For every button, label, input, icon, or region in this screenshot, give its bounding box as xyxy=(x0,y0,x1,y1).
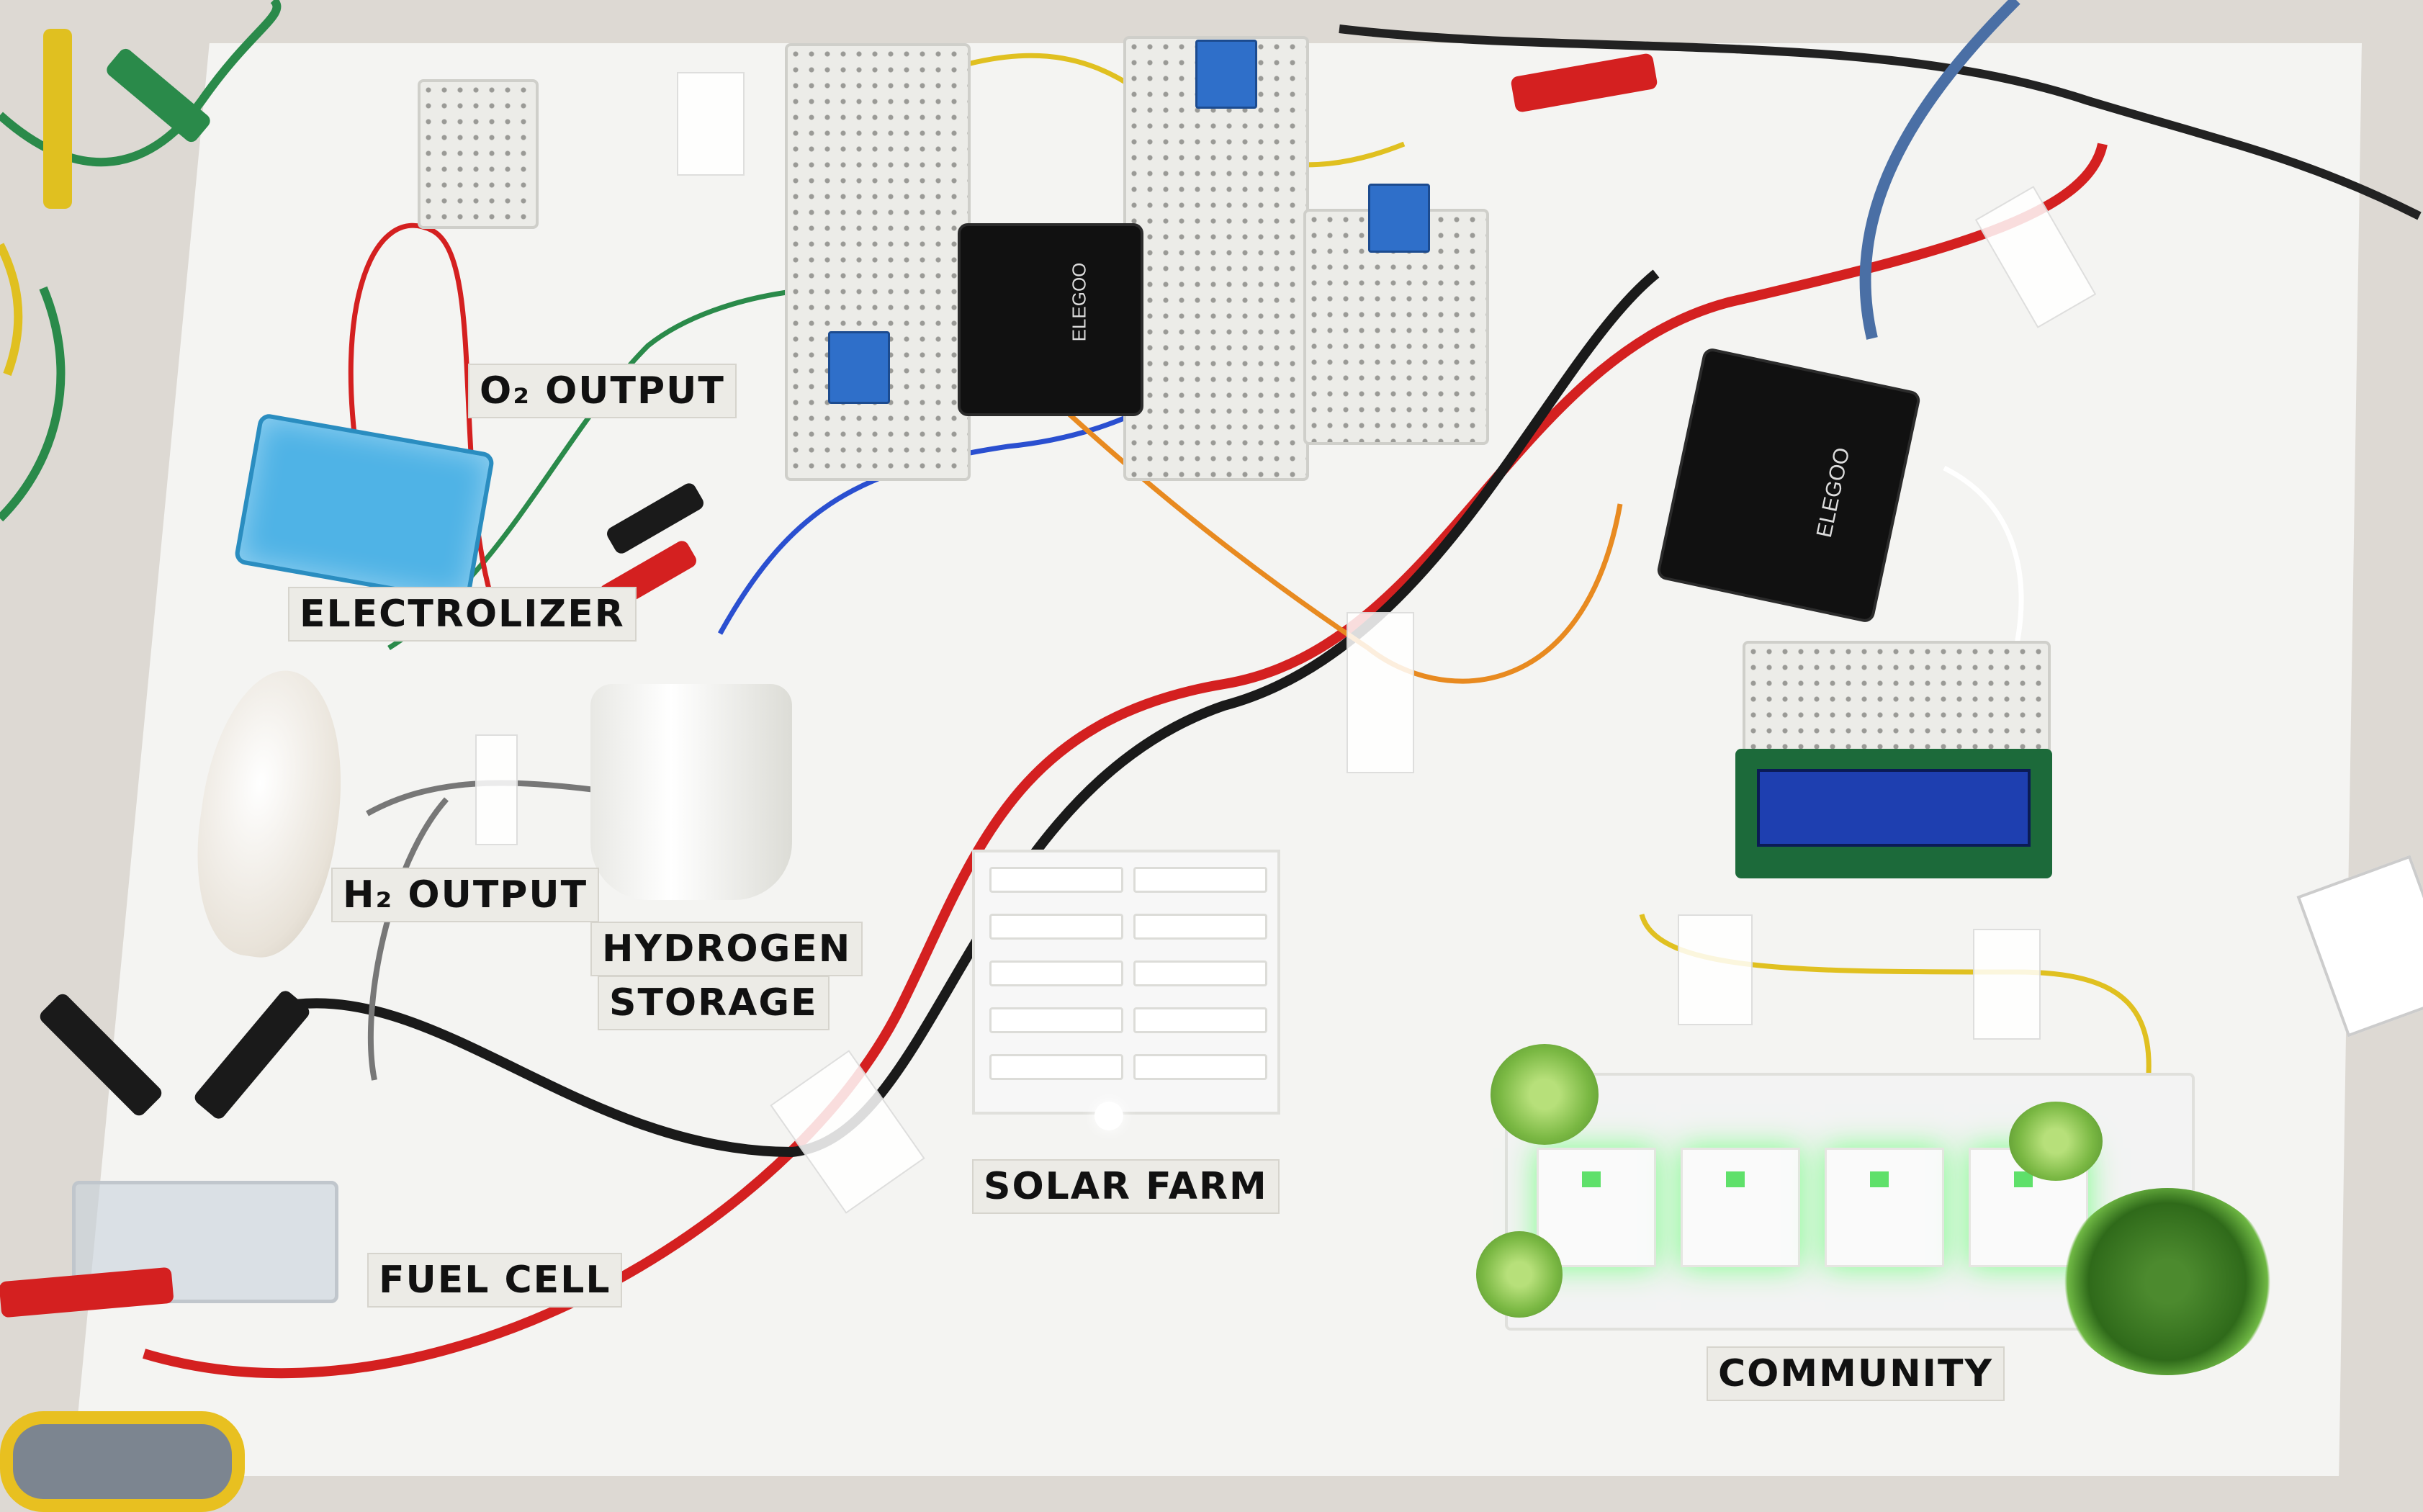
label-o2-output: O₂ OUTPUT xyxy=(468,364,737,418)
solar-cell xyxy=(1133,867,1267,893)
house xyxy=(1537,1148,1656,1267)
alligator-clip-yellow xyxy=(43,29,72,209)
succulent-plant xyxy=(2009,1102,2103,1181)
black-cable xyxy=(1339,24,2422,220)
succulent-plant xyxy=(1491,1044,1599,1145)
tape-strip xyxy=(475,734,518,845)
solar-cell xyxy=(989,867,1123,893)
lcd-screen xyxy=(1757,769,2031,847)
tape-strip xyxy=(1347,612,1414,773)
arduino-board-1: ELEGOO xyxy=(958,223,1143,416)
relay-module xyxy=(1195,40,1257,109)
solar-cell xyxy=(1133,1007,1267,1033)
solar-cell xyxy=(989,1054,1123,1080)
solar-cell xyxy=(989,960,1123,986)
solar-cell xyxy=(1133,1054,1267,1080)
succulent-plant xyxy=(1476,1231,1563,1318)
grey-wire-2 xyxy=(367,797,449,1081)
grey-wire xyxy=(366,780,613,816)
solar-cell xyxy=(989,1007,1123,1033)
tape-strip xyxy=(677,72,745,176)
yellow-lead xyxy=(0,243,23,377)
white-wire xyxy=(1943,465,2024,649)
red-wire xyxy=(142,143,2108,1379)
tape-strip xyxy=(1678,914,1753,1025)
label-fuel-cell: FUEL CELL xyxy=(367,1253,623,1308)
solar-cell xyxy=(989,914,1123,940)
solar-cell xyxy=(1133,914,1267,940)
house xyxy=(1825,1148,1944,1267)
relay-module xyxy=(1368,184,1430,253)
house-window-light xyxy=(1582,1171,1601,1187)
house-window-light xyxy=(1870,1171,1889,1187)
tape-strip xyxy=(1973,929,2041,1040)
mini-breadboard xyxy=(418,79,539,229)
house-window-light xyxy=(2014,1171,2033,1187)
board-brand: ELEGOO xyxy=(1068,262,1090,342)
label-h2-output: H₂ OUTPUT xyxy=(331,868,600,922)
board-brand: ELEGOO xyxy=(1812,445,1855,540)
label-electrolizer: ELECTROLIZER xyxy=(288,587,637,642)
house-window-light xyxy=(1726,1171,1745,1187)
hydrogen-storage-tank xyxy=(590,684,792,900)
breadboard-left xyxy=(785,43,971,481)
label-storage: STORAGE xyxy=(598,976,830,1030)
solar-panel xyxy=(972,850,1280,1115)
house xyxy=(1681,1148,1800,1267)
relay-module xyxy=(828,331,890,404)
succulent-plant xyxy=(2059,1188,2275,1375)
breadboard-middle xyxy=(1123,36,1309,481)
scissors-handle xyxy=(0,1411,245,1512)
label-hydrogen: HYDROGEN xyxy=(590,922,863,976)
label-solar-farm: SOLAR FARM xyxy=(972,1159,1280,1214)
solar-led xyxy=(1094,1102,1123,1130)
solar-cell xyxy=(1133,960,1267,986)
green-loop-2 xyxy=(0,286,66,522)
lcd-module xyxy=(1735,749,2052,878)
label-community: COMMUNITY xyxy=(1707,1346,2005,1401)
usb-cable xyxy=(1859,0,2020,340)
